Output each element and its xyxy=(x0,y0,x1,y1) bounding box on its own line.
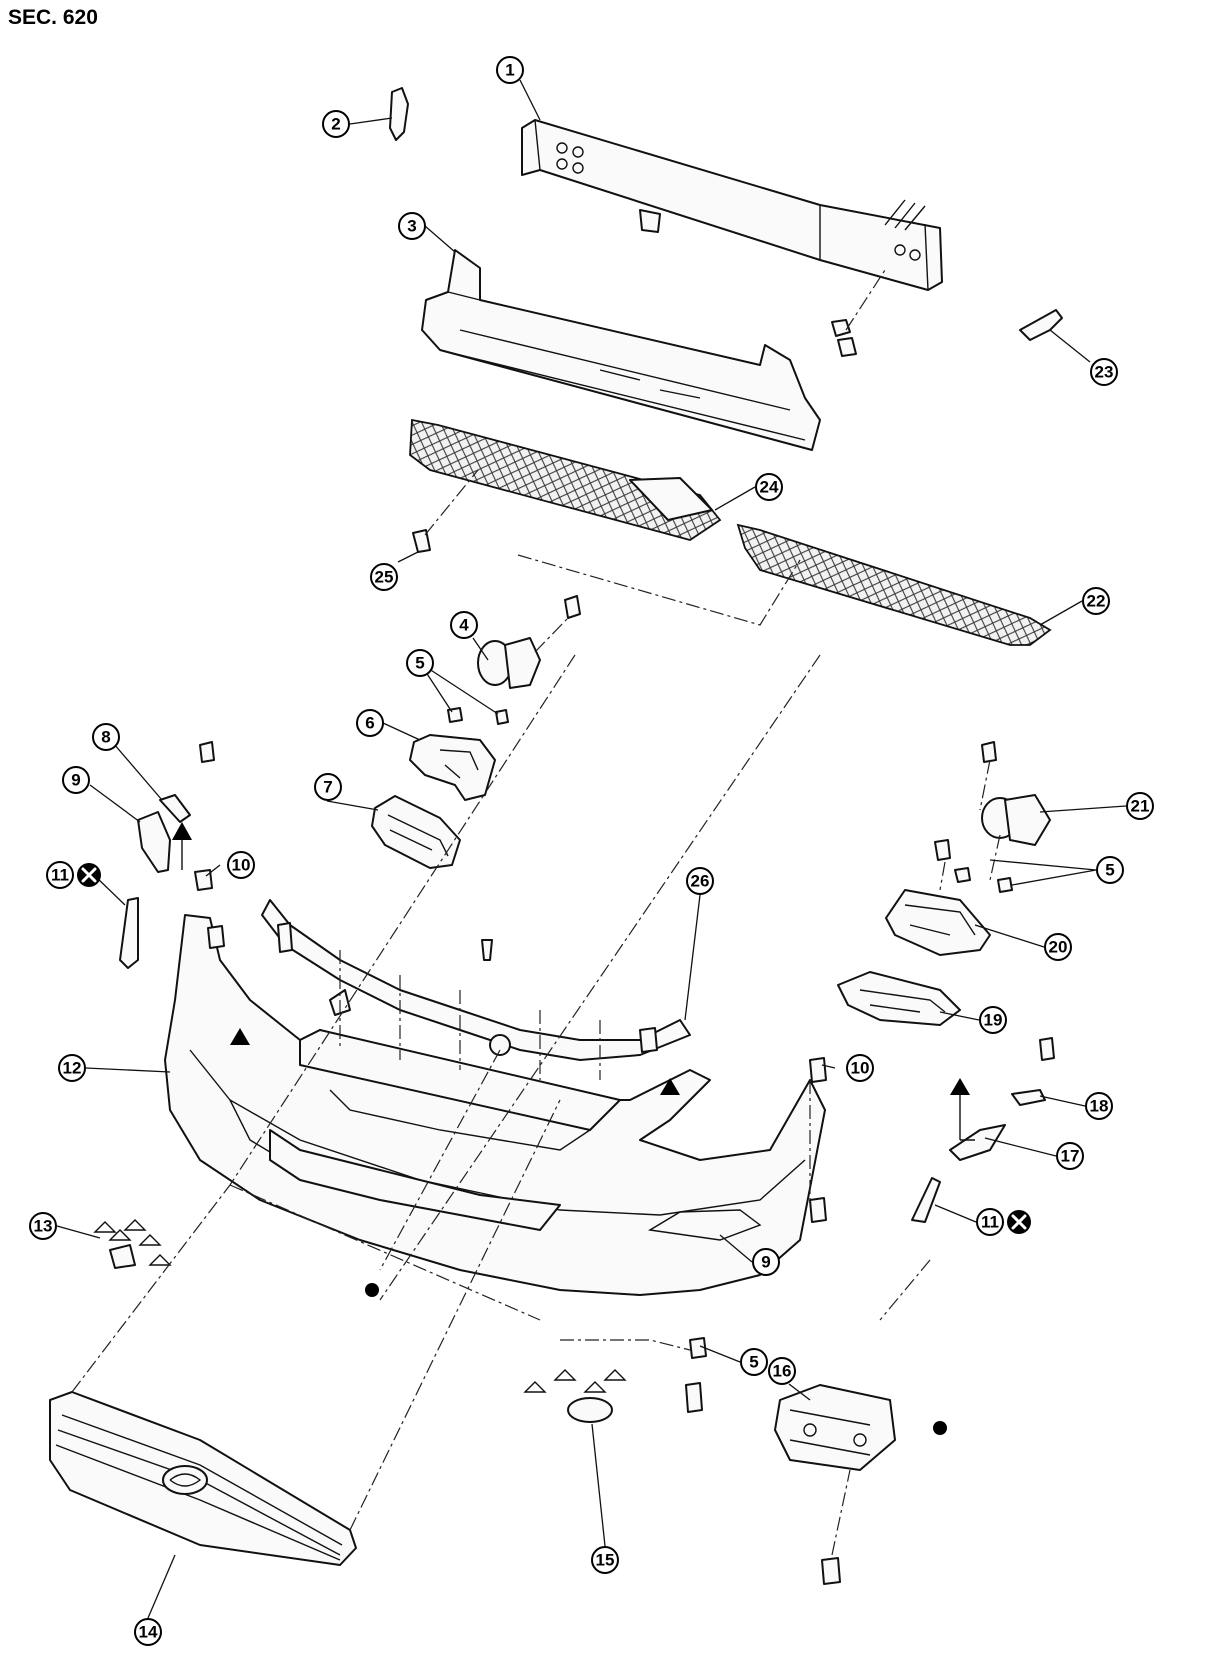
callout-5c-label: 5 xyxy=(749,1353,758,1372)
callout-2: 2 xyxy=(322,110,350,138)
callout-17-label: 17 xyxy=(1061,1147,1080,1166)
front-grille xyxy=(49,1099,561,1566)
callout-18-label: 18 xyxy=(1090,1097,1109,1116)
callout-5a-label: 5 xyxy=(415,654,424,673)
energy-absorber xyxy=(421,249,821,451)
clips-13 xyxy=(93,1219,172,1269)
callout-14-label: 14 xyxy=(139,1623,158,1642)
clips-15 xyxy=(523,1369,627,1423)
side-bracket-left xyxy=(137,741,215,873)
bracket-23 xyxy=(1019,309,1063,341)
callout-16: 16 xyxy=(768,1357,796,1385)
callout-23-label: 23 xyxy=(1095,363,1114,382)
callout-24: 24 xyxy=(755,473,783,501)
fog-lamp-right-assembly xyxy=(837,741,1051,1026)
callout-15-label: 15 xyxy=(596,1551,615,1570)
callout-9a-label: 9 xyxy=(71,771,80,790)
callout-12: 12 xyxy=(58,1054,86,1082)
section-label: SEC. 620 xyxy=(8,6,98,29)
callout-1-label: 1 xyxy=(505,61,514,80)
assembly-lines-bumper xyxy=(229,654,931,1351)
callout-12-label: 12 xyxy=(63,1059,82,1078)
callout-11a-label: 11 xyxy=(51,866,69,885)
callout-8: 8 xyxy=(92,723,120,751)
callout-9a: 9 xyxy=(62,766,90,794)
callout-25: 25 xyxy=(370,563,398,591)
callout-10a: 10 xyxy=(227,851,255,879)
callout-20-label: 20 xyxy=(1049,938,1068,957)
do-not-reuse-icon xyxy=(77,863,101,887)
callout-10a-label: 10 xyxy=(232,856,251,875)
callout-14: 14 xyxy=(134,1618,162,1646)
callout-2-label: 2 xyxy=(331,115,340,134)
callout-5a: 5 xyxy=(406,649,434,677)
fasteners-bumper xyxy=(194,869,827,1413)
lower-grille-mesh xyxy=(736,523,1052,646)
fog-bracket-left xyxy=(409,707,509,801)
callout-18: 18 xyxy=(1085,1092,1113,1120)
callout-17: 17 xyxy=(1056,1142,1084,1170)
callout-11b: 11 xyxy=(976,1208,1031,1236)
callout-15: 15 xyxy=(591,1546,619,1574)
side-bracket-right xyxy=(949,1037,1055,1161)
callout-3-label: 3 xyxy=(407,217,416,236)
callout-6-label: 6 xyxy=(365,714,374,733)
front-bumper-fascia xyxy=(164,914,826,1296)
marker-dot-right xyxy=(933,1421,947,1435)
callout-13-label: 13 xyxy=(34,1217,53,1236)
callout-22-label: 22 xyxy=(1087,592,1106,611)
callout-6: 6 xyxy=(356,709,384,737)
do-not-reuse-icon xyxy=(1007,1210,1031,1234)
callout-26-label: 26 xyxy=(691,872,710,891)
callout-23: 23 xyxy=(1090,358,1118,386)
callout-20: 20 xyxy=(1044,933,1072,961)
clip-25 xyxy=(412,529,431,553)
reinforcement-beam xyxy=(521,119,943,357)
callout-5b: 5 xyxy=(1096,856,1124,884)
moulding-left xyxy=(119,897,139,969)
callout-7-label: 7 xyxy=(323,778,332,797)
marker-dot-left xyxy=(365,1283,379,1297)
callout-7: 7 xyxy=(314,773,342,801)
callout-25-label: 25 xyxy=(375,568,394,587)
fog-lamp-left xyxy=(477,595,581,689)
callout-19-label: 19 xyxy=(984,1011,1003,1030)
callout-11a: 11 xyxy=(46,861,101,889)
bracket-2 xyxy=(389,87,409,141)
callout-3: 3 xyxy=(398,212,426,240)
callout-13: 13 xyxy=(29,1212,57,1240)
callout-4-label: 4 xyxy=(459,616,469,635)
callout-24-label: 24 xyxy=(760,478,779,497)
fog-finisher-left xyxy=(371,795,461,869)
callout-10b-label: 10 xyxy=(851,1059,870,1078)
callout-21: 21 xyxy=(1126,792,1154,820)
callout-19: 19 xyxy=(979,1006,1007,1034)
callout-5b-label: 5 xyxy=(1105,861,1114,880)
callout-5c: 5 xyxy=(740,1348,768,1376)
callout-16-label: 16 xyxy=(773,1362,792,1381)
callout-4: 4 xyxy=(450,611,478,639)
moulding-right xyxy=(911,1177,941,1223)
callout-8-label: 8 xyxy=(101,728,110,747)
upper-grille-mesh xyxy=(409,418,722,541)
callout-9b-label: 9 xyxy=(761,1253,770,1272)
callout-1: 1 xyxy=(496,56,524,84)
callout-10b: 10 xyxy=(846,1054,874,1082)
callout-leader-lines xyxy=(56,79,1127,1619)
callout-9b: 9 xyxy=(752,1248,780,1276)
callout-22: 22 xyxy=(1082,587,1110,615)
callout-21-label: 21 xyxy=(1131,797,1150,816)
callout-26: 26 xyxy=(686,867,714,895)
license-plate-bracket xyxy=(774,1384,896,1585)
callout-11b-label: 11 xyxy=(981,1213,999,1232)
